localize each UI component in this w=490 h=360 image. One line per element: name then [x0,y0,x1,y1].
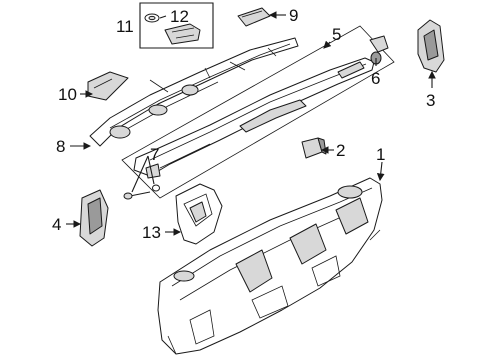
leader-5 [323,40,332,49]
part-7-fasteners [123,163,161,200]
part-2-block [301,137,327,159]
part-9-trim-panel [237,7,271,27]
callout-labels: 1 2 3 4 5 6 7 8 9 10 11 12 13 [52,6,435,242]
part-3-vent-bezel [417,19,445,73]
part-6-clip [369,35,389,65]
part-12-washer [144,13,160,23]
leader-12 [159,15,167,19]
callout-12: 12 [170,7,189,26]
part-10-panel [87,71,129,101]
part-5-top-cover [133,57,375,177]
callout-1: 1 [376,145,385,164]
callout-2: 2 [336,141,345,160]
callout-5: 5 [332,25,341,44]
part-1-panel-carrier [157,177,383,355]
leader-7b [147,155,155,185]
callout-9: 9 [289,6,298,25]
callout-3: 3 [426,91,435,110]
part-11-box [139,2,214,49]
part-8-upper-panel [89,37,299,147]
leader-lines [66,11,436,236]
leader-1 [376,161,385,182]
callout-10: 10 [58,85,77,104]
part-11-bracket [164,23,201,45]
part-4-vent-bezel [79,189,109,247]
part-5-outline [121,25,395,199]
callout-13: 13 [142,223,161,242]
callout-11: 11 [116,17,134,36]
leader-7a [131,155,149,193]
part-13-bracket [175,183,223,245]
callout-4: 4 [52,215,61,234]
callout-7: 7 [150,145,159,164]
callout-6: 6 [371,69,380,88]
callout-8: 8 [56,137,65,156]
